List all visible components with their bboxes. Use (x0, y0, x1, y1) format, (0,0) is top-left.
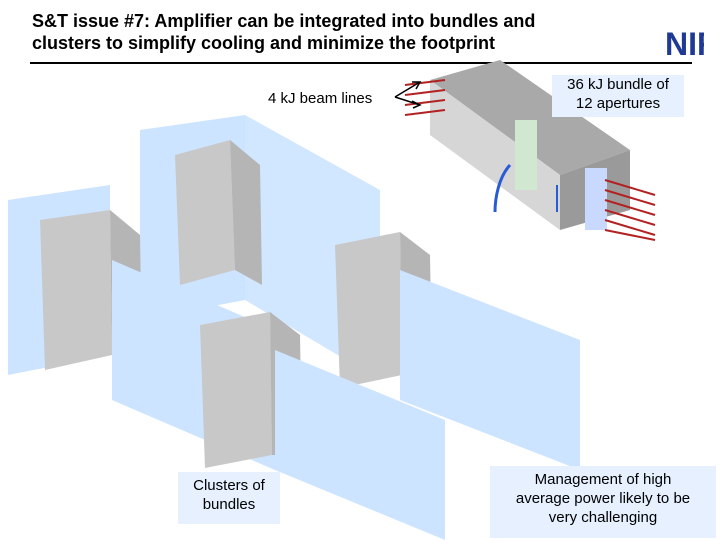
bundle-slab (275, 350, 445, 540)
amplifier-block (40, 210, 112, 370)
beam-lines-label: 4 kJ beam lines (268, 90, 373, 107)
beam-lines-red (404, 79, 656, 241)
logo-text: NIF (665, 26, 704, 62)
management-label: Management of high average power likely … (490, 466, 716, 538)
nif-logo-icon: NIF (664, 22, 704, 62)
title-divider (30, 62, 692, 64)
slide-title: S&T issue #7: Amplifier can be integrate… (32, 10, 652, 54)
amplifier-block (200, 312, 272, 468)
title-line-2: clusters to simplify cooling and minimiz… (32, 33, 496, 53)
bundle-top (430, 60, 630, 175)
amplifier-block (335, 232, 402, 388)
management-label-line-2: average power likely to be (515, 490, 691, 507)
clusters-label: Clusters of bundles (178, 472, 280, 524)
cooling-pipe (493, 163, 512, 213)
amplifier-block (175, 140, 235, 285)
bundle-panel (585, 168, 607, 230)
bundle-panel (515, 120, 537, 190)
title-line-1: S&T issue #7: Amplifier can be integrate… (32, 11, 536, 31)
management-label-line-3: very challenging (548, 509, 658, 526)
clusters-label-line-2: bundles (202, 496, 256, 513)
clusters-label-line-1: Clusters of (193, 477, 265, 494)
bundle-side (430, 80, 560, 230)
clusters-illustration (8, 115, 580, 540)
bundle-illustration (404, 60, 656, 241)
bundle-label-line-1: 36 kJ bundle of (567, 76, 669, 93)
beam-arrow (394, 81, 422, 109)
bundle-label-line-2: 12 apertures (575, 95, 661, 112)
amplifier-block (230, 140, 262, 285)
bundle-slab (400, 270, 580, 470)
bundle-label: 36 kJ bundle of 12 apertures (552, 75, 684, 117)
management-label-line-1: Management of high (534, 471, 672, 488)
